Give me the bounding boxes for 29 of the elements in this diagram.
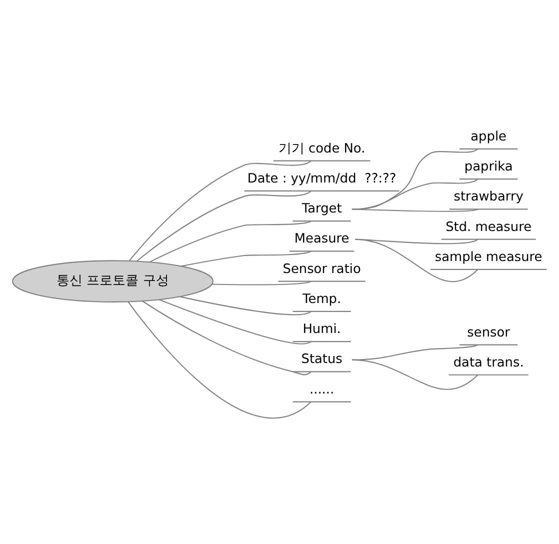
node-text: Status bbox=[301, 352, 342, 368]
node-text: Temp. bbox=[302, 292, 342, 307]
connector bbox=[142, 300, 312, 376]
node-text: data trans. bbox=[453, 355, 524, 370]
connector bbox=[352, 208, 478, 212]
node-text: Std. measure bbox=[446, 220, 532, 235]
node-text: sensor bbox=[467, 325, 510, 340]
connector bbox=[212, 280, 312, 286]
node-text: apple bbox=[470, 129, 506, 144]
connector bbox=[355, 238, 478, 282]
node-text: Humi. bbox=[302, 322, 341, 338]
connector bbox=[352, 359, 478, 390]
node-text: strawbarry bbox=[454, 190, 524, 205]
connector bbox=[149, 220, 312, 263]
node-ellipse: 통신 프로토콜 구성 bbox=[12, 260, 214, 302]
connector bbox=[128, 160, 312, 262]
node-text: paprika bbox=[464, 160, 513, 175]
connector bbox=[181, 250, 312, 267]
node-text: Date : yy/mm/dd ??:?? bbox=[247, 171, 396, 186]
node-text: Sensor ratio bbox=[282, 262, 361, 277]
connector bbox=[180, 296, 312, 316]
node-text: 기기 code No. bbox=[278, 141, 366, 156]
node-text: Measure bbox=[294, 232, 350, 247]
node-text: sample measure bbox=[434, 250, 542, 265]
connector bbox=[128, 301, 312, 418]
node-text: ...... bbox=[310, 382, 334, 398]
node-text: Target bbox=[302, 202, 342, 217]
connector bbox=[158, 299, 312, 344]
connector bbox=[136, 190, 312, 262]
